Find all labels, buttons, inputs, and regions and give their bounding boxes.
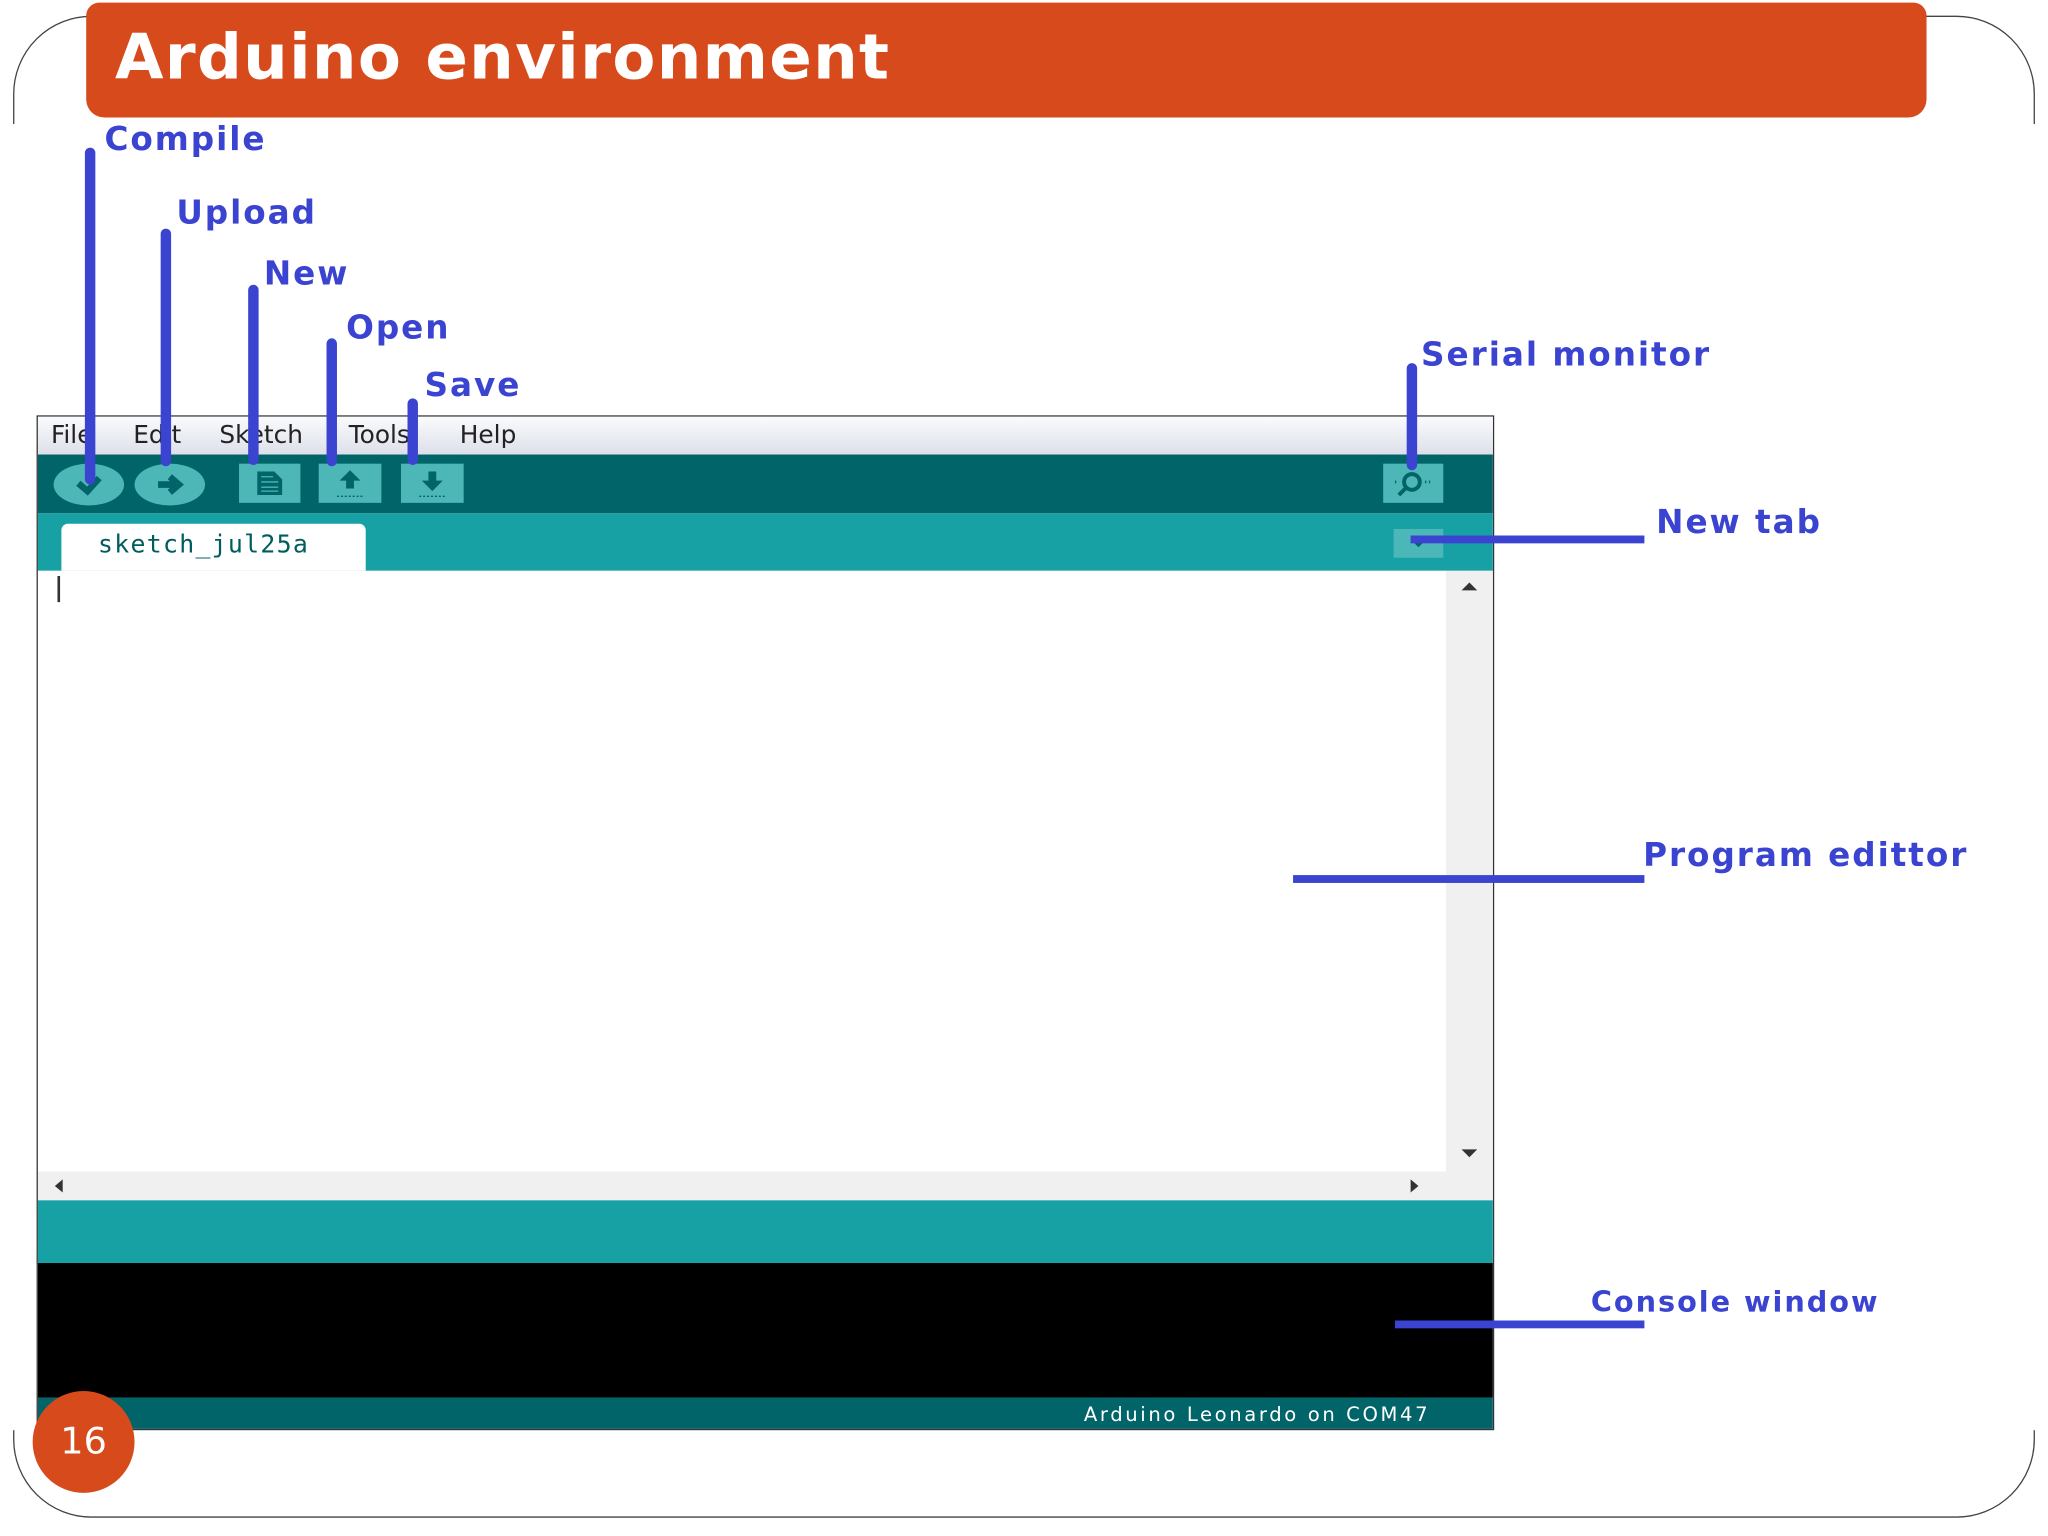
- label-program-editor: Program edittor: [1643, 835, 1969, 874]
- frame-gap: [0, 124, 27, 1431]
- vertical-scrollbar[interactable]: [1445, 570, 1493, 1172]
- label-upload: Upload: [176, 193, 318, 232]
- arduino-ide-window: File Edit Sketch Tools Help: [36, 415, 1495, 1431]
- scroll-left-icon[interactable]: [54, 1179, 64, 1193]
- label-compile: Compile: [104, 120, 267, 159]
- new-pointer: [248, 284, 259, 465]
- toolbar: [37, 454, 1493, 514]
- label-new-tab: New tab: [1656, 502, 1822, 541]
- program-editor-pointer: [1293, 875, 1645, 883]
- label-console-window: Console window: [1590, 1286, 1880, 1320]
- open-button[interactable]: [318, 463, 382, 503]
- menu-edit[interactable]: Edit: [133, 420, 182, 450]
- upload-arrow-icon: [336, 470, 364, 497]
- scroll-up-icon[interactable]: [1461, 581, 1478, 591]
- label-new: New: [263, 254, 350, 293]
- new-button[interactable]: [239, 463, 301, 503]
- console-window-pointer: [1394, 1320, 1645, 1329]
- upload-button[interactable]: [134, 463, 206, 506]
- scroll-right-icon[interactable]: [1409, 1179, 1419, 1193]
- check-icon: [76, 475, 102, 496]
- board-status: Arduino Leonardo on COM47: [1083, 1402, 1431, 1427]
- board-status-bar: Arduino Leonardo on COM47: [37, 1397, 1493, 1429]
- tab-label: sketch_jul25a: [97, 530, 310, 560]
- text-cursor: [57, 575, 61, 603]
- upload-pointer: [160, 228, 172, 467]
- tab-sketch[interactable]: sketch_jul25a: [61, 523, 366, 571]
- label-save: Save: [424, 365, 522, 404]
- new-tab-pointer: [1410, 535, 1645, 544]
- new-tab-button[interactable]: [1393, 528, 1444, 558]
- slide-title: Arduino environment: [114, 20, 891, 95]
- open-pointer: [326, 338, 337, 467]
- label-serial-monitor: Serial monitor: [1421, 335, 1712, 374]
- horizontal-scrollbar[interactable]: [37, 1171, 1493, 1201]
- title-bar: [86, 2, 1927, 118]
- menu-help[interactable]: Help: [459, 420, 517, 450]
- magnifier-icon: [1394, 472, 1431, 497]
- serial-monitor-pointer: [1406, 363, 1418, 471]
- menu-tools[interactable]: Tools: [348, 420, 410, 450]
- serial-monitor-button[interactable]: [1383, 463, 1444, 503]
- compile-pointer: [84, 147, 96, 485]
- download-arrow-icon: [419, 471, 446, 497]
- scroll-down-icon[interactable]: [1461, 1148, 1478, 1158]
- status-bar: [37, 1200, 1493, 1264]
- program-editor[interactable]: [37, 570, 1446, 1172]
- console-window: [37, 1263, 1493, 1398]
- save-button[interactable]: [400, 463, 464, 503]
- new-file-icon: [257, 471, 283, 496]
- tab-bar: sketch_jul25a: [37, 513, 1493, 571]
- save-pointer: [407, 398, 418, 465]
- label-open: Open: [346, 308, 451, 347]
- menu-sketch[interactable]: Sketch: [219, 420, 304, 450]
- page-number: 16: [32, 1391, 135, 1493]
- arrow-right-icon: [158, 474, 184, 495]
- menu-bar: File Edit Sketch Tools Help: [37, 416, 1493, 456]
- frame-gap: [2021, 124, 2048, 1431]
